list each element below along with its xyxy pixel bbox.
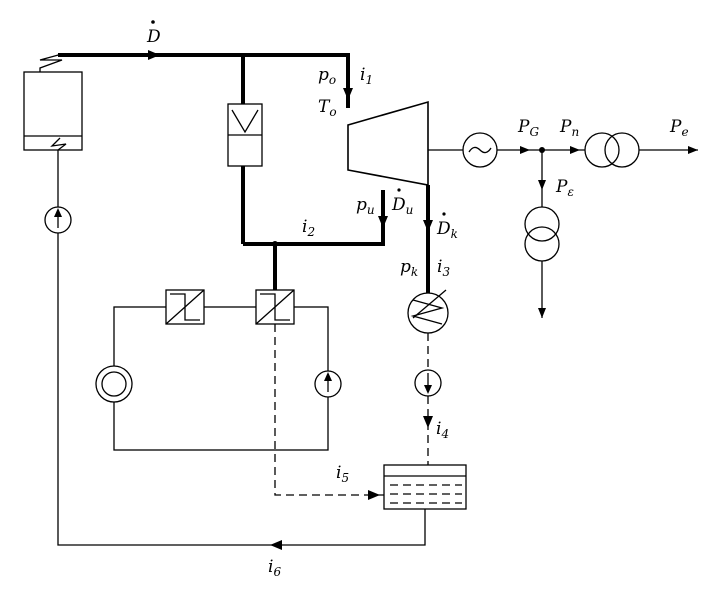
label-i6: i6 [268, 557, 281, 579]
label-du: Du [391, 188, 413, 217]
svg-text:PG: PG [517, 117, 539, 139]
extraction-line [243, 190, 388, 290]
heating-circuit [95, 289, 342, 451]
label-i4: i4 [436, 419, 449, 441]
svg-text:i2: i2 [302, 217, 315, 239]
svg-text:i6: i6 [268, 557, 281, 579]
label-t0: To [318, 97, 337, 119]
generator [462, 132, 498, 168]
label-steam-flow: D [146, 20, 161, 47]
reducing-valve [227, 55, 263, 244]
label-i5: i5 [336, 463, 349, 485]
svg-text:po: po [318, 65, 336, 87]
svg-text:D: D [146, 27, 161, 47]
condenser-steam-line [423, 185, 433, 293]
turbine [347, 100, 463, 186]
label-p0: po [318, 65, 336, 87]
label-pu: pu [356, 195, 375, 217]
condensate-line [414, 333, 442, 465]
boiler [23, 53, 83, 151]
feedwater-tank [383, 464, 467, 510]
electrical-line [497, 132, 698, 318]
svg-text:pu: pu [356, 195, 375, 217]
svg-text:i4: i4 [436, 419, 449, 441]
svg-text:Pε: Pε [555, 177, 574, 199]
svg-text:pk: pk [400, 257, 418, 279]
svg-text:Pn: Pn [559, 117, 579, 139]
label-i3: i3 [437, 257, 450, 279]
label-dk: Dk [436, 212, 458, 241]
label-i2: i2 [302, 217, 315, 239]
main-steam-line [58, 50, 353, 108]
svg-text:Du: Du [391, 195, 413, 217]
svg-text:i5: i5 [336, 463, 349, 485]
label-peps: Pε [555, 177, 574, 199]
svg-text:To: To [318, 97, 337, 119]
condenser [407, 289, 449, 334]
feedwater-return-line [44, 150, 426, 550]
drain-line [274, 324, 384, 500]
label-i1: i1 [360, 65, 373, 87]
label-pg: PG [517, 117, 539, 139]
svg-text:i1: i1 [360, 65, 373, 87]
label-pe: Pe [669, 117, 689, 139]
svg-text:i3: i3 [437, 257, 450, 279]
svg-text:Dk: Dk [436, 219, 458, 241]
label-pn: Pn [559, 117, 579, 139]
label-pk: pk [400, 257, 418, 279]
svg-text:Pe: Pe [669, 117, 689, 139]
